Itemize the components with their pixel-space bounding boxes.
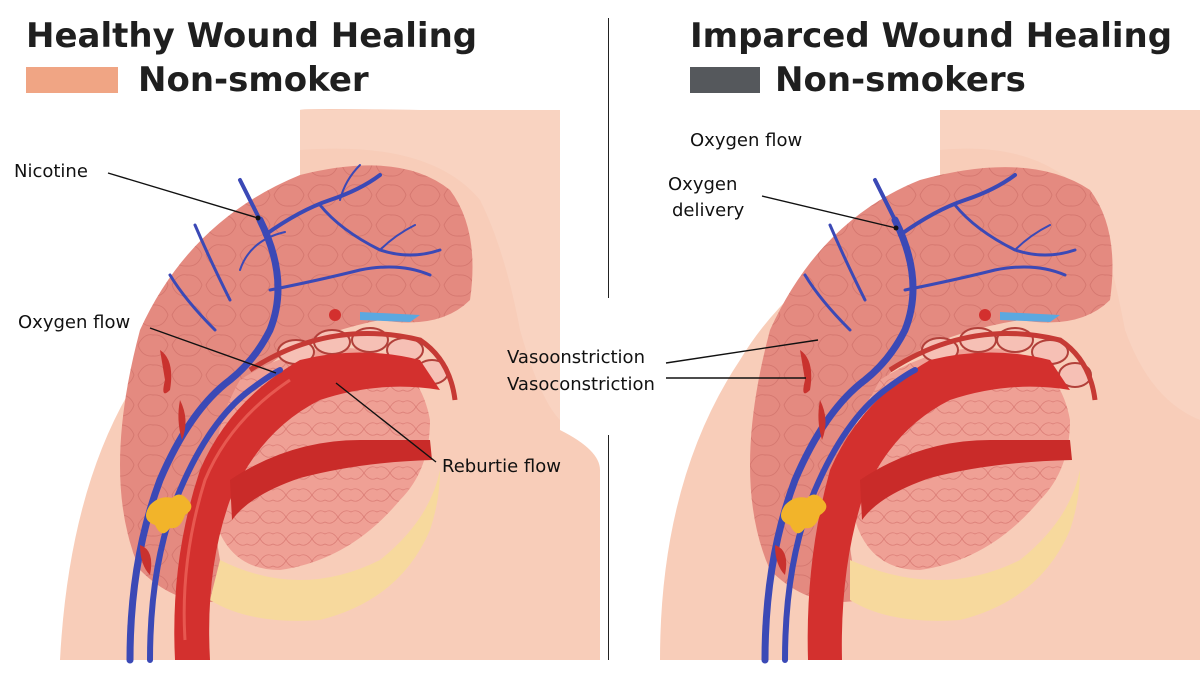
reburtie-callout-line — [335, 382, 437, 463]
nicotine-callout-line — [107, 172, 259, 219]
vasoconstriction-label-2: Vasoconstriction — [507, 374, 655, 395]
right-nerve — [781, 494, 827, 534]
right-fat — [850, 470, 1080, 621]
left-nerve — [146, 494, 192, 534]
right-capillaries — [775, 350, 826, 575]
left-fat — [210, 470, 440, 621]
left-anatomy — [60, 109, 600, 664]
left-legend-label: Non-smoker — [138, 60, 369, 100]
oxygen-delivery-label-line2: delivery — [672, 200, 745, 221]
left-veins — [126, 164, 442, 664]
left-capillaries — [140, 350, 186, 575]
right-veins — [761, 173, 1077, 664]
right-legend-swatch — [690, 67, 760, 93]
oxygen-delivery-label-line1: Oxygen — [668, 174, 738, 195]
vasoconstriction-label-1: Vasoonstriction — [507, 347, 645, 368]
right-anatomy — [660, 110, 1200, 664]
callout-lines — [107, 172, 897, 463]
panel-divider-top — [608, 18, 609, 298]
left-artery — [174, 352, 441, 660]
nicotine-label: Nicotine — [14, 161, 88, 182]
oxygen-flow-callout-line — [149, 327, 277, 374]
right-flow-indicator — [979, 309, 1060, 322]
vasoconstriction-callout-line-1 — [665, 339, 819, 364]
right-legend-label: Non-smokers — [775, 60, 1026, 100]
right-panel-title: Imparced Wound Healing — [690, 16, 1173, 56]
right-oxygen-flow-label: Oxygen flow — [690, 130, 803, 151]
left-panel-title: Healthy Wound Healing — [26, 16, 478, 56]
oxygen-delivery-callout-line — [761, 195, 897, 229]
left-flow-indicator — [329, 309, 420, 322]
right-artery — [807, 352, 1070, 660]
reburtie-flow-label: Reburtie flow — [442, 456, 561, 477]
left-oxygen-flow-label: Oxygen flow — [18, 312, 131, 333]
left-legend-swatch — [26, 67, 118, 93]
panel-divider-bottom — [608, 435, 609, 660]
